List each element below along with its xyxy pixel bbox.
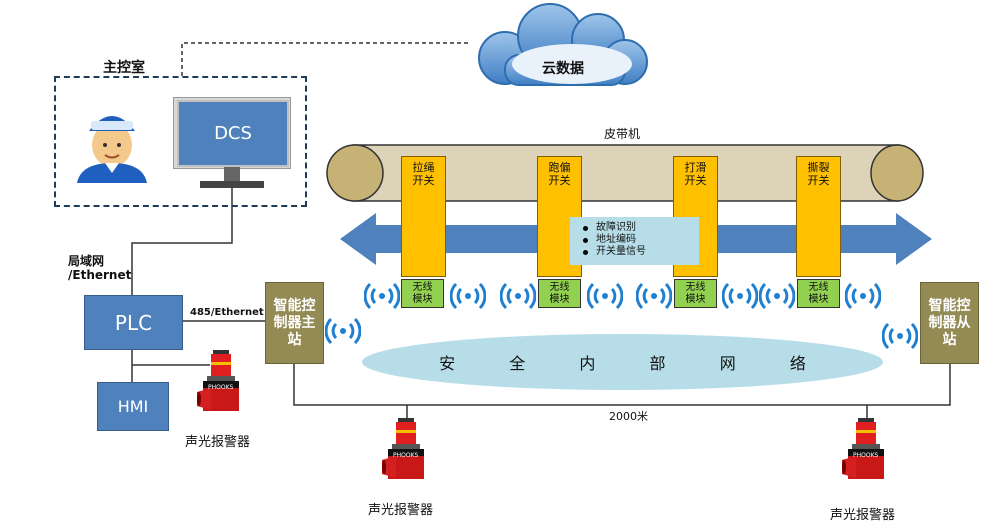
function-item: 地址编码 bbox=[570, 234, 699, 246]
wireless-signal-icon bbox=[845, 282, 881, 310]
alarm-badge: PHOOKS bbox=[393, 452, 419, 459]
cloud-link-dashed bbox=[181, 42, 470, 76]
wireless-signal-icon bbox=[759, 282, 795, 310]
dcs-screen: DCS bbox=[177, 100, 289, 167]
control-room-frame bbox=[54, 76, 307, 207]
master-controller: 智能控制器主站 bbox=[265, 282, 324, 364]
rs485-label: 485/Ethernet bbox=[190, 307, 264, 318]
master-controller-label: 智能控制器主站 bbox=[273, 297, 316, 348]
wireless-signal-icon bbox=[364, 282, 400, 310]
wireless-module: 无线模块 bbox=[797, 279, 840, 308]
alarm-icon bbox=[197, 350, 239, 411]
alarm-icon bbox=[842, 418, 884, 479]
safety-network: 安 全 内 部 网 络 bbox=[362, 334, 883, 390]
wireless-signal-icon bbox=[636, 282, 672, 310]
wireless-signal-icon bbox=[450, 282, 486, 310]
belt-label: 皮带机 bbox=[604, 127, 641, 141]
cloud-label: 云数据 bbox=[542, 61, 584, 77]
function-list: 故障识别 地址编码 开关量信号 bbox=[570, 217, 699, 265]
slave-controller: 智能控制器从站 bbox=[920, 282, 979, 364]
control-room-title: 主控室 bbox=[103, 60, 145, 76]
alarm-badge: PHOOKS bbox=[853, 452, 879, 459]
alarm-label: 声光报警器 bbox=[368, 503, 434, 518]
wireless-signal-icon bbox=[587, 282, 623, 310]
wireless-module: 无线模块 bbox=[674, 279, 717, 308]
wireless-signal-icon bbox=[722, 282, 758, 310]
function-item: 开关量信号 bbox=[570, 246, 699, 258]
wireless-signal-icon bbox=[500, 282, 536, 310]
function-item: 故障识别 bbox=[570, 222, 699, 234]
alarm-badge: PHOOKS bbox=[208, 384, 234, 391]
slave-controller-label: 智能控制器从站 bbox=[928, 297, 971, 348]
alarm-icon bbox=[382, 418, 424, 479]
cloud-icon bbox=[478, 3, 648, 86]
switch-pull-cord: 拉绳开关 bbox=[401, 156, 446, 277]
wireless-signal-icon bbox=[325, 317, 361, 345]
wireless-module: 无线模块 bbox=[538, 279, 581, 308]
lan-label: 局域网/Ethernet bbox=[68, 254, 132, 282]
wireless-signal-icon bbox=[882, 322, 918, 350]
dcs-monitor-base bbox=[200, 181, 264, 188]
bus-line bbox=[293, 362, 951, 406]
alarm-label: 声光报警器 bbox=[185, 435, 251, 450]
operator-icon bbox=[77, 109, 147, 183]
lan-line bbox=[131, 188, 233, 295]
alarm-label: 声光报警器 bbox=[830, 508, 896, 523]
dcs-monitor-stand bbox=[224, 167, 240, 181]
plc-box: PLC bbox=[84, 295, 183, 350]
wireless-module: 无线模块 bbox=[401, 279, 444, 308]
hmi-box: HMI bbox=[97, 382, 169, 431]
switch-tear: 撕裂开关 bbox=[796, 156, 841, 277]
distance-label: 2000米 bbox=[609, 410, 648, 423]
